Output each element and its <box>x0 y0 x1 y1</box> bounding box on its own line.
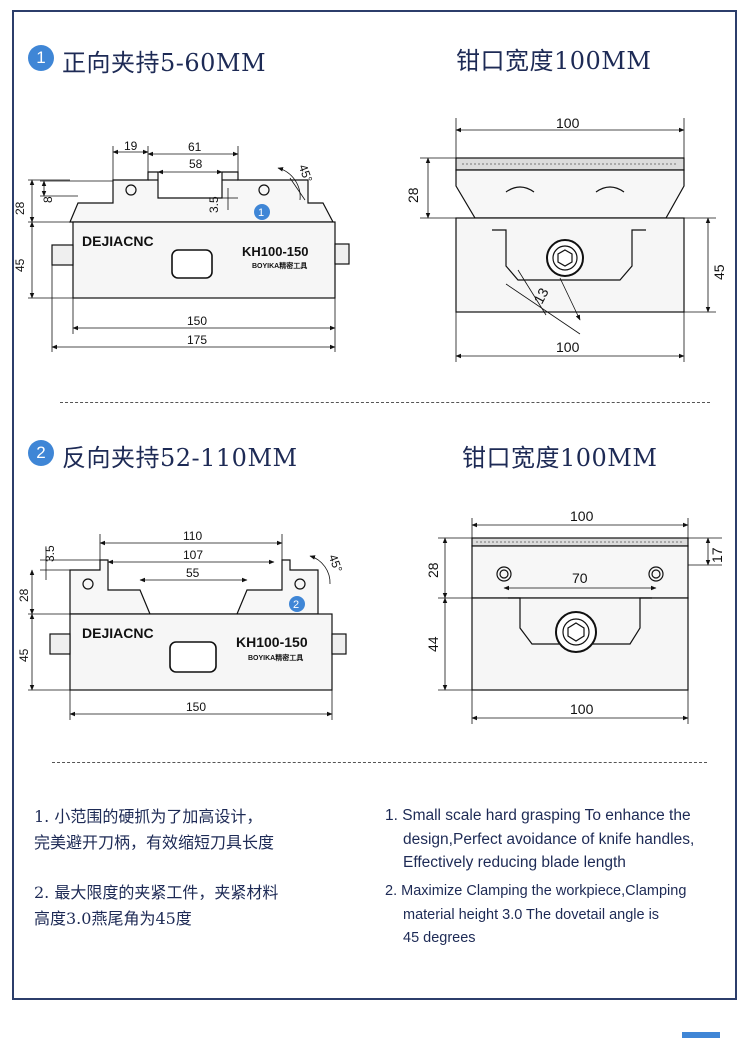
dim-100-bottom-reverse: 100 <box>570 701 594 717</box>
outer-frame <box>12 10 737 1000</box>
note-cn-2: 2. 最大限度的夹紧工件，夹紧材料 高度3.0燕尾角为45度 <box>34 880 278 932</box>
section-divider-1 <box>60 402 710 403</box>
marker-2: 2 <box>293 599 299 611</box>
note-en-2-line2: material height 3.0 The dovetail angle i… <box>403 906 660 923</box>
model-label: KH100-150 <box>242 244 309 259</box>
note-en-1-line3: Effectively reducing blade length <box>403 854 626 871</box>
dim-28-reverse: 28 <box>17 588 31 602</box>
bottom-accent-bar <box>682 1032 720 1038</box>
dim-45-side: 45 <box>711 264 727 280</box>
drawing-forward-clamp-front <box>28 146 350 352</box>
dim-8: 8 <box>41 196 55 203</box>
dim-3-5-reverse: 3.5 <box>43 545 57 562</box>
dim-58: 58 <box>189 157 203 171</box>
note-en-1: 1. Small scale hard grasping To enhance … <box>385 804 694 875</box>
maker-label-reverse: BOYIKA精密工具 <box>248 653 303 662</box>
dim-61: 61 <box>188 140 202 154</box>
dim-28: 28 <box>13 201 27 215</box>
brand-label-reverse: DEJIACNC <box>82 625 154 641</box>
dim-70: 70 <box>572 570 588 586</box>
section-divider-2 <box>52 762 707 763</box>
note-cn-1-line2: 完美避开刀柄，有效缩短刀具长度 <box>34 833 275 852</box>
dim-55: 55 <box>186 566 200 580</box>
drawing-forward-clamp-side <box>420 118 716 362</box>
drawing-reverse-clamp-side <box>438 518 722 724</box>
dim-100-top: 100 <box>556 115 580 131</box>
marker-1: 1 <box>258 207 264 219</box>
dim-175: 175 <box>187 333 207 347</box>
dim-28-reverse-side: 28 <box>425 562 441 578</box>
section1-badge: 1 <box>28 45 54 71</box>
section1-jaw-width-title: 钳口宽度100MM <box>456 47 652 75</box>
dim-150-reverse: 150 <box>186 700 206 714</box>
note-en-2-line1: 2. Maximize Clamping the workpiece,Clamp… <box>385 883 687 899</box>
dim-107: 107 <box>183 548 203 562</box>
note-en-2-line3: 45 degrees <box>403 930 476 946</box>
drawing-forward-clamp-front-labels: 19 61 58 8 3.5 45° 28 45 150 175 DEJIACN… <box>13 139 315 347</box>
drawing-forward-clamp-side-labels: 100 28 45 13 100 <box>405 115 727 355</box>
dim-100-bottom: 100 <box>556 339 580 355</box>
note-cn-1-line1: 1. 小范围的硬抓为了加高设计， <box>34 807 263 826</box>
dim-150: 150 <box>187 314 207 328</box>
dim-3-5: 3.5 <box>207 196 221 213</box>
dim-13: 13 <box>530 285 552 306</box>
dim-19: 19 <box>124 139 138 153</box>
section2-jaw-width-title: 钳口宽度100MM <box>462 444 658 472</box>
dim-110: 110 <box>183 529 202 543</box>
dim-17: 17 <box>709 547 725 563</box>
maker-label: BOYIKA精密工具 <box>252 261 307 270</box>
dim-45: 45 <box>13 258 27 272</box>
dim-100-top-reverse: 100 <box>570 508 594 524</box>
dim-44: 44 <box>425 636 441 652</box>
note-cn-2-line1: 2. 最大限度的夹紧工件，夹紧材料 <box>34 883 279 902</box>
dim-45-reverse: 45 <box>17 648 31 662</box>
dim-angle-45-reverse: 45° <box>326 552 345 574</box>
note-cn-1: 1. 小范围的硬抓为了加高设计， 完美避开刀柄，有效缩短刀具长度 <box>34 804 274 856</box>
note-en-2: 2. Maximize Clamping the workpiece,Clamp… <box>385 880 686 951</box>
section1-title: 正向夹持5-60MM <box>62 49 267 77</box>
dim-angle-45: 45° <box>296 162 315 184</box>
note-en-1-line2: design,Perfect avoidance of knife handle… <box>403 830 695 848</box>
brand-label: DEJIACNC <box>82 233 154 249</box>
section2-badge: 2 <box>28 440 54 466</box>
note-en-1-line1: 1. Small scale hard grasping To enhance … <box>385 807 691 824</box>
section2-title: 反向夹持52-110MM <box>62 444 298 472</box>
note-cn-2-line2: 高度3.0燕尾角为45度 <box>34 909 192 928</box>
model-label-reverse: KH100-150 <box>236 634 308 650</box>
drawing-reverse-clamp-side-labels: 100 17 70 28 44 100 <box>425 508 725 717</box>
drawing-reverse-clamp-front <box>28 534 347 720</box>
dim-28-side: 28 <box>405 187 421 203</box>
drawing-reverse-clamp-front-labels: 3.5 110 107 55 45° 28 45 150 DEJIACNC KH… <box>17 529 345 714</box>
